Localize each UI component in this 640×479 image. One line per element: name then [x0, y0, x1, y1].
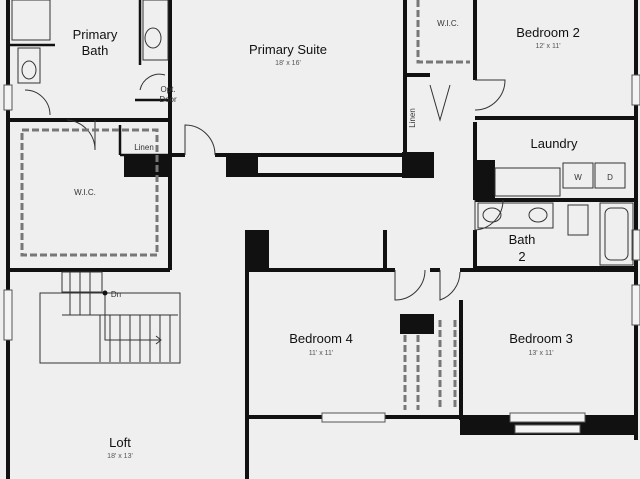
windows: [3, 74, 640, 434]
primary-wic-label: W.I.C.: [74, 188, 96, 197]
primary-suite-size: 18' x 16': [275, 60, 301, 67]
bedroom4-label: Bedroom 4: [289, 331, 353, 346]
bath2-label-line1: Bath: [509, 232, 536, 247]
fixtures: [11, 0, 634, 266]
stairs-down-label: Dn: [111, 290, 121, 299]
walls: [6, 0, 638, 479]
bedroom2-size: 12' x 11': [535, 43, 560, 50]
primary-bath-label-line2: Bath: [82, 43, 109, 58]
bedroom3-label: Bedroom 3: [509, 331, 573, 346]
closet-shelves: [20, 0, 470, 410]
linen-label-hall: Linen: [408, 108, 417, 128]
washer-label: W: [574, 173, 582, 182]
bedroom2-label: Bedroom 2: [516, 25, 580, 40]
bath2-label-line2: 2: [518, 249, 525, 264]
primary-bath-label-line1: Primary: [73, 27, 118, 42]
bedroom3-size: 13' x 11': [528, 350, 553, 357]
primary-suite-label: Primary Suite: [249, 42, 327, 57]
bedroom2-wic-label: W.I.C.: [437, 19, 459, 28]
loft-size: 18' x 13': [107, 453, 133, 460]
opt-door-label-line1: Opt.: [160, 85, 175, 94]
laundry-label: Laundry: [531, 136, 578, 151]
doors: [24, 73, 506, 301]
bedroom4-size: 11' x 11': [309, 350, 334, 357]
linen-label-primary: Linen: [134, 143, 154, 152]
stairs[interactable]: [39, 271, 181, 364]
opt-door-label-line2: Door: [159, 95, 177, 104]
loft-label: Loft: [109, 435, 131, 450]
dryer-label: D: [607, 173, 613, 182]
